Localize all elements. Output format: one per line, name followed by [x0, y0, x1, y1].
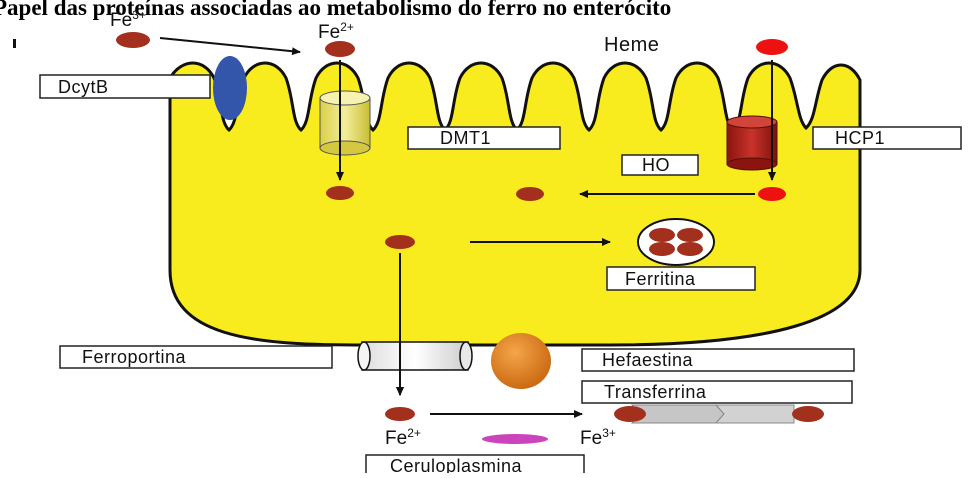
- hcp1-transporter: [727, 116, 777, 170]
- hcp1-label: HCP1: [835, 128, 885, 148]
- iron-fe2-bottom: [385, 407, 415, 421]
- fe3-bottom-label: Fe3+: [580, 426, 616, 449]
- transferrin-complex: [614, 405, 824, 423]
- fe2-top-label: Fe2+: [318, 20, 354, 43]
- heme-label: Heme: [604, 34, 659, 56]
- iron-dmt1-inside: [326, 186, 354, 200]
- dmt1-transporter: [320, 91, 370, 155]
- hefaestina-protein: [491, 333, 551, 389]
- ferritina-label: Ferritina: [625, 269, 696, 289]
- transferrina-label: Transferrina: [604, 382, 707, 402]
- fe3-top-label: Fe3+: [110, 8, 146, 31]
- ho-label: HO: [642, 155, 670, 175]
- iron-fe2-top: [325, 41, 355, 57]
- hefaestina-label: Hefaestina: [602, 350, 694, 370]
- ferroportina-label: Ferroportina: [82, 347, 187, 367]
- ceruloplasmina-protein: [482, 434, 548, 444]
- iron-fe3-top: [116, 32, 150, 48]
- dcytb-protein: [213, 56, 247, 120]
- dcytb-label: DcytB: [58, 77, 109, 97]
- iron-pool: [385, 235, 415, 249]
- iron-released-from-heme: [516, 187, 544, 201]
- ceruloplasmina-label: Ceruloplasmina: [390, 456, 523, 473]
- arrow-fe3-to-fe2: [160, 38, 300, 52]
- enterocyte-cell: [170, 63, 860, 345]
- heme-molecule-inside: [758, 187, 786, 201]
- heme-molecule-top: [756, 39, 788, 55]
- fe2-bottom-label: Fe2+: [385, 426, 421, 449]
- figure-title: 2. Papel das proteínas associadas ao met…: [0, 0, 671, 20]
- corner-mark: [13, 39, 16, 48]
- dmt1-label: DMT1: [440, 128, 491, 148]
- ferroportin-transporter: [358, 342, 472, 370]
- ferritin-complex: [638, 219, 714, 265]
